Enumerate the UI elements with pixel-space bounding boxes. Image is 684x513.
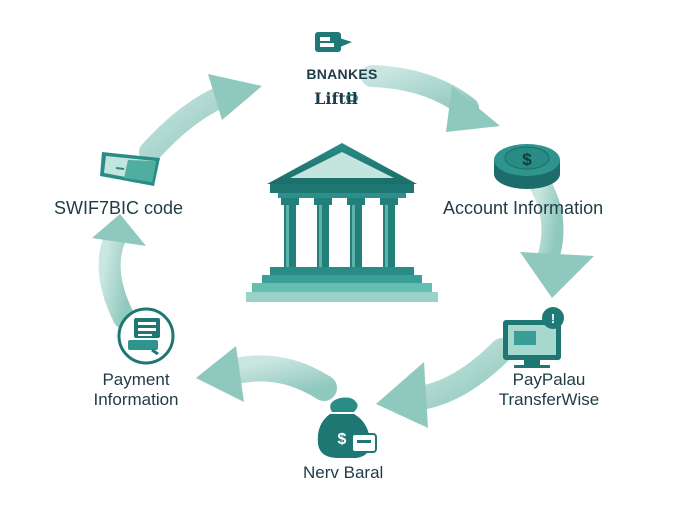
top-node-title: BNANKES — [306, 66, 378, 82]
bottom-node-label: Nerv Baral — [303, 463, 384, 482]
document-circle-icon — [117, 307, 175, 365]
account-information-label: Account Information — [443, 198, 604, 218]
arrow-left-up — [92, 214, 146, 329]
paypal-transferwise-label: PayPalau TransferWise — [487, 370, 611, 409]
svg-text:$: $ — [338, 431, 347, 448]
paypal-line-1: PayPalau — [512, 370, 586, 389]
top-node-subtitle: Liftil — [314, 89, 358, 108]
money-bag-icon: $ — [317, 397, 377, 458]
svg-text:!: ! — [551, 311, 555, 326]
arrow-top-right — [361, 65, 500, 132]
brand-logo-icon — [315, 32, 352, 52]
payment-line-1: Payment — [102, 370, 170, 389]
dollar-coin-icon: $ — [494, 144, 560, 189]
payment-information-label: Payment Information — [86, 370, 186, 409]
swift-bic-label: SWIF7BIC code — [54, 198, 184, 218]
arrow-bottom-left — [196, 346, 337, 402]
bank-building-icon — [246, 143, 438, 302]
payment-line-2: Information — [93, 389, 179, 409]
computer-monitor-icon: ! — [503, 307, 564, 368]
svg-text:$: $ — [522, 150, 532, 169]
money-bill-icon — [100, 152, 160, 186]
small-link-icon — [346, 94, 358, 102]
arrow-top-left — [139, 74, 262, 163]
arrow-bottom-right — [376, 338, 514, 428]
arrow-right-down — [520, 173, 594, 298]
paypal-line-2: TransferWise — [498, 389, 600, 409]
